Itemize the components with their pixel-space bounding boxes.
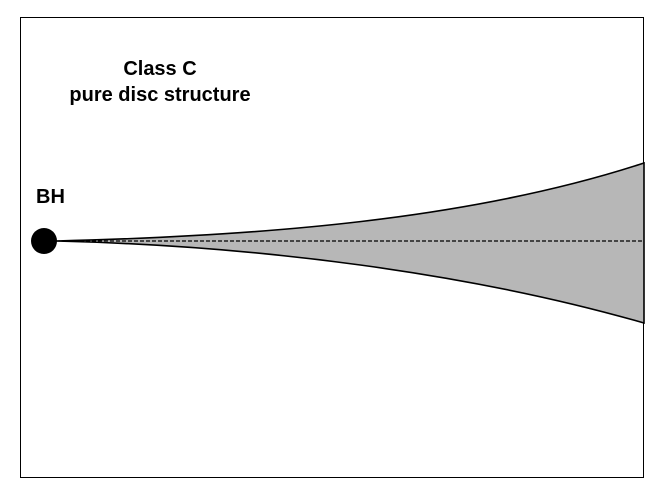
accretion-disc [55, 161, 645, 325]
class-label: Class C [123, 58, 197, 80]
subtitle: pure disc structure [69, 84, 251, 106]
black-hole [31, 228, 57, 254]
diagram-title: Class C pure disc structure [40, 56, 280, 108]
bh-label: BH [36, 186, 65, 208]
